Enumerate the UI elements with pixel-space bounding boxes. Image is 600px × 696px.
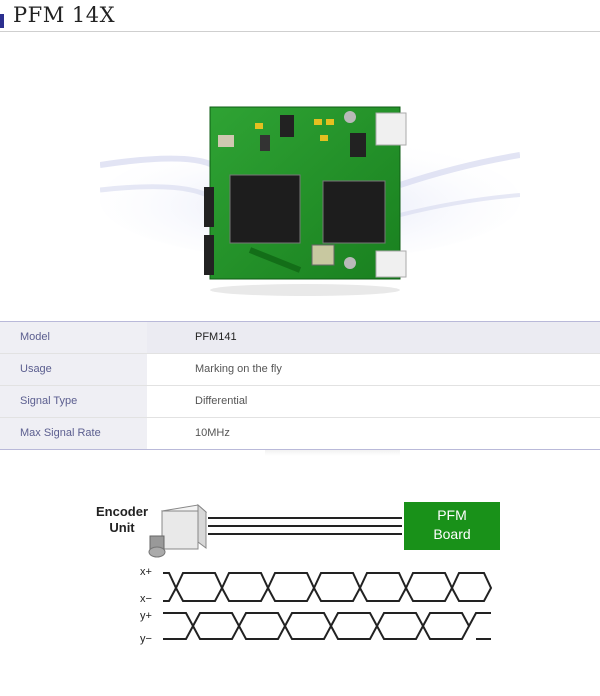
product-image — [100, 106, 520, 296]
spec-value: Differential — [195, 395, 248, 407]
signal-label-x-plus: x+ — [140, 566, 152, 578]
pfm-board-box — [404, 502, 500, 550]
board-label-line1: PFM — [437, 507, 467, 523]
page-title: PFM 14X — [13, 3, 116, 27]
spec-value: PFM141 — [147, 322, 600, 353]
spec-value: Marking on the fly — [195, 363, 282, 375]
y-waveform — [163, 612, 491, 640]
spec-value: 10MHz — [195, 427, 230, 439]
spec-row-model: Model PFM141 — [0, 322, 600, 353]
signal-label-y-plus: y+ — [140, 610, 152, 622]
spec-row-max-signal-rate: Max Signal Rate 10MHz — [0, 417, 600, 449]
encoder-label-line1: Encoder — [96, 504, 148, 519]
spec-label: Model — [0, 322, 147, 353]
spec-row-usage: Usage Marking on the fly — [0, 353, 600, 385]
title-marker — [0, 14, 4, 28]
spec-row-signal-type: Signal Type Differential — [0, 385, 600, 417]
encoder-box-icon — [148, 503, 208, 558]
spec-label: Usage — [0, 354, 147, 385]
board-label-line2: Board — [433, 526, 470, 542]
spec-table: Model PFM141 Usage Marking on the fly Si… — [0, 321, 600, 450]
x-waveform — [163, 572, 493, 602]
table-shadow — [265, 450, 400, 456]
page-header: PFM 14X — [0, 0, 600, 32]
spec-label: Signal Type — [0, 386, 147, 417]
signal-label-x-minus: x− — [140, 593, 152, 605]
signal-diagram: Encoder Unit PFM Board x+ x− y+ y− — [96, 502, 500, 645]
spec-label: Max Signal Rate — [0, 418, 147, 449]
signal-label-y-minus: y− — [140, 633, 152, 645]
encoder-label-line2: Unit — [109, 520, 135, 535]
